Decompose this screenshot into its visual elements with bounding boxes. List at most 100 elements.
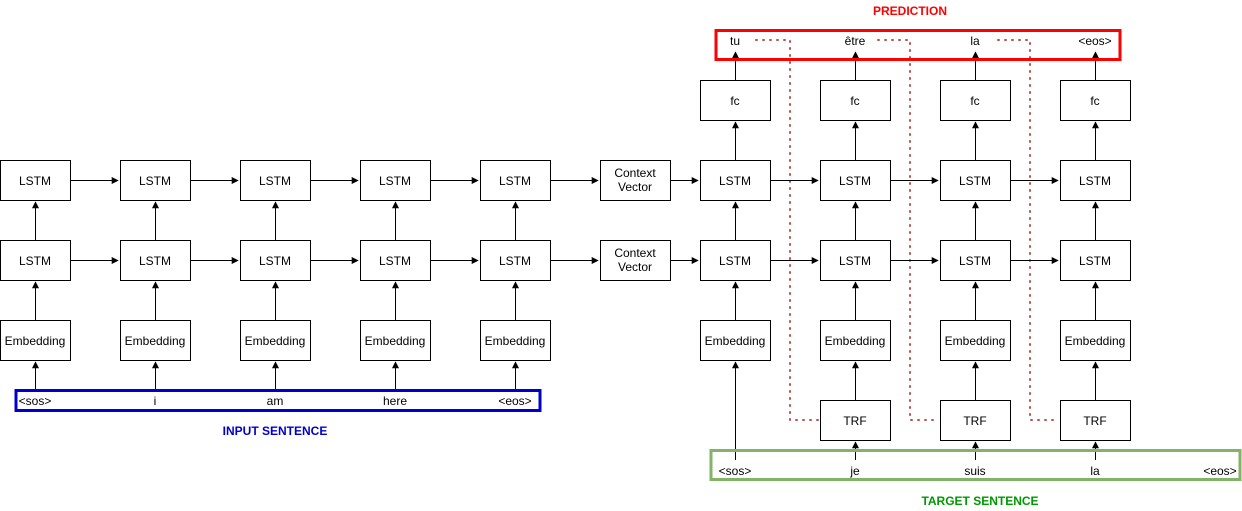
decoder-fc-4-label: fc: [1090, 94, 1099, 108]
decoder-lstm-top-3-label: LSTM: [959, 174, 991, 188]
decoder-trf-2: [940, 400, 1011, 441]
decoder-lstm-bottom-2-label: LSTM: [839, 254, 871, 268]
decoder-lstm-top-4: [1060, 160, 1131, 201]
target-token: <sos>: [719, 464, 752, 478]
encoder-embedding-1-label: Embedding: [5, 334, 66, 348]
context-vector-top-line1: Context: [614, 166, 656, 180]
decoder-lstm-top-3: [940, 160, 1011, 201]
encoder-lstm-top-4-label: LSTM: [379, 174, 411, 188]
decoder-trf-1-label: TRF: [843, 414, 866, 428]
input-sentence-box: [14, 389, 542, 412]
decoder-fc-1: [700, 80, 771, 121]
decoder-lstm-top-2-label: LSTM: [839, 174, 871, 188]
input-token: <sos>: [19, 394, 52, 408]
target-token: la: [1090, 464, 1100, 478]
teacher-forcing-links: [755, 39, 1059, 421]
encoder-lstm-top-1: [0, 160, 71, 201]
decoder-top-lstm-row: LSTM LSTM LSTM LSTM: [700, 160, 1131, 201]
context-vector-top: [600, 160, 671, 201]
decoder-lstm-bottom-1: [700, 240, 771, 281]
encoder-bottom-lstm-row: LSTM LSTM LSTM LSTM LSTM: [0, 240, 551, 281]
encoder-lstm-top-1-label: LSTM: [19, 174, 51, 188]
decoder-fc-2: [820, 80, 891, 121]
encoder-lstm-top-3: [240, 160, 311, 201]
encoder-embedding-2: [120, 320, 191, 361]
teacher-forcing-link: [997, 39, 1059, 421]
decoder-trf-3: [1060, 400, 1131, 441]
encoder-lstm-bottom-1-label: LSTM: [19, 254, 51, 268]
context-vector-bottom-line1: Context: [614, 246, 656, 260]
decoder-lstm-bottom-2: [820, 240, 891, 281]
encoder-lstm-top-2-label: LSTM: [139, 174, 171, 188]
decoder-lstm-bottom-3: [940, 240, 1011, 281]
input-sentence-caption: INPUT SENTENCE: [223, 424, 328, 438]
target-sentence-group: <sos> je suis la <eos> TARGET SENTENCE: [709, 449, 1242, 508]
decoder-trf-2-label: TRF: [963, 414, 986, 428]
encoder-embedding-5: [480, 320, 551, 361]
input-token: am: [267, 394, 284, 408]
target-sentence-caption: TARGET SENTENCE: [921, 494, 1038, 508]
encoder-lstm-bottom-4-label: LSTM: [379, 254, 411, 268]
encoder-arrows: [32, 177, 599, 390]
teacher-forcing-link: [755, 39, 819, 421]
decoder-fc-3-label: fc: [970, 94, 979, 108]
decoder-lstm-bottom-3-label: LSTM: [959, 254, 991, 268]
prediction-group: PREDICTION tu être la <eos>: [714, 4, 1122, 61]
context-vector-bottom-line2: Vector: [618, 260, 652, 274]
decoder-embedding-row: Embedding Embedding Embedding Embedding: [700, 320, 1131, 361]
decoder-trf-row: TRF TRF TRF: [820, 400, 1131, 441]
decoder-fc-3: [940, 80, 1011, 121]
decoder-embedding-1: [700, 320, 771, 361]
encoder-top-lstm-row: LSTM LSTM LSTM LSTM LSTM: [0, 160, 551, 201]
context-vectors: Context Vector Context Vector: [600, 160, 699, 281]
decoder-lstm-bottom-4-label: LSTM: [1079, 254, 1111, 268]
decoder-lstm-top-1: [700, 160, 771, 201]
decoder-fc-row: fc fc fc fc: [700, 80, 1131, 121]
decoder-trf-3-label: TRF: [1083, 414, 1106, 428]
input-token: <eos>: [498, 394, 531, 408]
encoder-lstm-bottom-5-label: LSTM: [499, 254, 531, 268]
encoder-embedding-3-label: Embedding: [245, 334, 306, 348]
decoder-lstm-top-1-label: LSTM: [719, 174, 751, 188]
prediction-caption: PREDICTION: [873, 4, 947, 18]
decoder-arrows: [732, 51, 1099, 460]
teacher-forcing-link: [877, 39, 939, 421]
input-token: i: [154, 394, 157, 408]
encoder-lstm-top-5-label: LSTM: [499, 174, 531, 188]
encoder-lstm-top-2: [120, 160, 191, 201]
target-token: <eos>: [1203, 464, 1236, 478]
context-vector-top-line2: Vector: [618, 180, 652, 194]
decoder-lstm-bottom-1-label: LSTM: [719, 254, 751, 268]
prediction-box: [714, 29, 1122, 61]
decoder-trf-1: [820, 400, 891, 441]
decoder-embedding-3: [940, 320, 1011, 361]
encoder-embedding-4-label: Embedding: [365, 334, 426, 348]
encoder-lstm-top-5: [480, 160, 551, 201]
decoder-lstm-top-4-label: LSTM: [1079, 174, 1111, 188]
encoder-lstm-bottom-5: [480, 240, 551, 281]
prediction-token: être: [845, 34, 866, 48]
encoder-lstm-bottom-2-label: LSTM: [139, 254, 171, 268]
prediction-token: tu: [730, 34, 740, 48]
prediction-token: la: [970, 34, 980, 48]
target-token: suis: [964, 464, 985, 478]
encoder-lstm-top-4: [360, 160, 431, 201]
encoder-embedding-5-label: Embedding: [485, 334, 546, 348]
encoder-lstm-bottom-1: [0, 240, 71, 281]
decoder-bottom-lstm-row: LSTM LSTM LSTM LSTM: [700, 240, 1131, 281]
input-sentence-group: <sos> i am here <eos> INPUT SENTENCE: [14, 389, 542, 438]
decoder-embedding-2-label: Embedding: [825, 334, 886, 348]
decoder-fc-1-label: fc: [730, 94, 739, 108]
encoder-embedding-3: [240, 320, 311, 361]
encoder-lstm-bottom-4: [360, 240, 431, 281]
encoder-lstm-bottom-3: [240, 240, 311, 281]
encoder-embedding-2-label: Embedding: [125, 334, 186, 348]
target-token: je: [849, 464, 860, 478]
decoder-embedding-2: [820, 320, 891, 361]
encoder-embedding-4: [360, 320, 431, 361]
prediction-token: <eos>: [1078, 34, 1111, 48]
decoder-fc-4: [1060, 80, 1131, 121]
encoder-embedding-1: [0, 320, 71, 361]
decoder-lstm-top-2: [820, 160, 891, 201]
